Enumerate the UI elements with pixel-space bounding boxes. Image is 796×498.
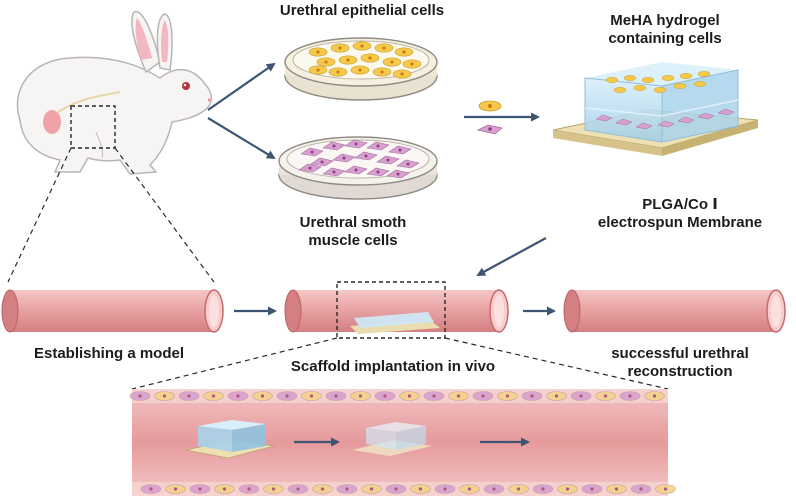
hydrogel-label: MeHA hydrogel containing cells [575, 12, 755, 48]
success-label: successful urethral reconstruction [585, 345, 775, 381]
epithelial-cells-text: Urethral epithelial cells [279, 2, 445, 19]
urethra-tube-icon [1, 289, 224, 333]
smooth-muscle-text-2: muscle cells [308, 232, 398, 249]
urethra-cross-section [129, 389, 676, 496]
hydrogel-scaffold-icon [552, 62, 759, 156]
epithelial-cells-label: Urethral epithelial cells [257, 2, 467, 20]
hydrogel-text-1: MeHA hydrogel [610, 12, 720, 29]
rabbit-illustration [16, 10, 213, 175]
implant-text: Scaffold implantation in vivo [290, 358, 496, 375]
urethra-tube-icon [284, 281, 509, 339]
model-label: Establishing a model [4, 345, 214, 363]
urethra-tube-icon [563, 289, 786, 333]
success-text-2: reconstruction [627, 363, 733, 380]
membrane-text-2: electrospun Membrane [597, 214, 763, 231]
model-text: Establishing a model [33, 345, 185, 362]
smooth-muscle-text-1: Urethral smoth [299, 214, 407, 231]
hydrogel-text-2: containing cells [608, 30, 722, 47]
implant-label: Scaffold implantation in vivo [268, 358, 518, 376]
smooth-muscle-label: Urethral smoth muscle cells [278, 214, 428, 250]
membrane-label: PLGA/Co Ⅰ electrospun Membrane [580, 196, 780, 232]
petri-dish-icon [284, 37, 438, 101]
membrane-text-1: PLGA/Co Ⅰ [642, 196, 718, 213]
petri-dish-icon [278, 136, 438, 200]
success-text-1: successful urethral [611, 345, 749, 362]
